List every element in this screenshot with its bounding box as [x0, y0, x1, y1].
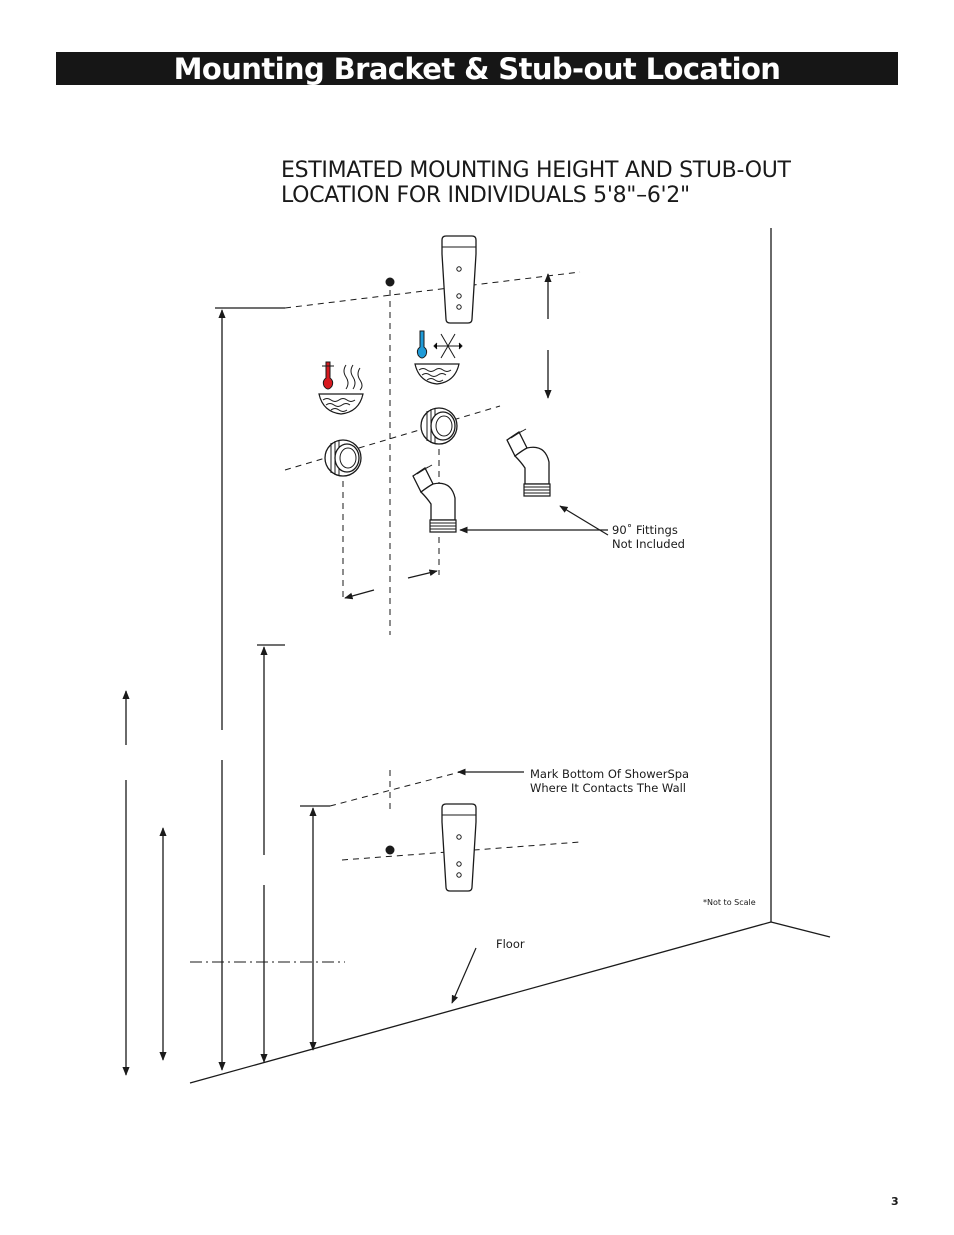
snowflake-icon: [433, 333, 463, 359]
fittings-label-line-1: 90˚ Fittings: [612, 523, 678, 537]
page-title: Mounting Bracket & Stub-out Location: [173, 51, 781, 86]
mark-label-line-2: Where It Contacts The Wall: [530, 781, 687, 795]
coupler-hot-icon: [324, 439, 362, 477]
fittings-label-line-2: Not Included: [612, 537, 685, 551]
floor-right-line: [770, 921, 831, 938]
cold-water-icon: [414, 330, 463, 385]
page-number: 3: [891, 1195, 899, 1208]
coupler-cold-icon: [420, 407, 458, 445]
fittings-label: 90˚ Fittings Not Included: [612, 523, 685, 551]
elbow-fitting-icon-1: [412, 464, 457, 533]
mark-bottom-label: Mark Bottom Of ShowerSpa Where It Contac…: [530, 767, 689, 795]
heading-line-1: ESTIMATED MOUNTING HEIGHT AND STUB-OUT: [281, 158, 791, 183]
mounting-bracket-icon-bottom: [441, 803, 477, 892]
elbow-fitting-icon-2: [506, 428, 551, 497]
diagram-heading: ESTIMATED MOUNTING HEIGHT AND STUB-OUT L…: [281, 158, 791, 208]
mount-point-bottom: [385, 845, 395, 855]
title-bar: Mounting Bracket & Stub-out Location: [56, 51, 898, 86]
floor-label: Floor: [496, 937, 525, 951]
not-to-scale-note: *Not to Scale: [703, 898, 756, 907]
floor-line: [189, 921, 772, 1084]
mount-point-top: [385, 277, 395, 287]
heading-line-2: LOCATION FOR INDIVIDUALS 5'8"–6'2": [281, 183, 690, 208]
dashed-guides: [284, 271, 581, 861]
mark-label-line-1: Mark Bottom Of ShowerSpa: [530, 767, 690, 781]
dimension-arrows: [122, 273, 552, 1076]
mounting-bracket-icon-top: [441, 235, 477, 324]
hot-water-icon: [318, 361, 364, 415]
